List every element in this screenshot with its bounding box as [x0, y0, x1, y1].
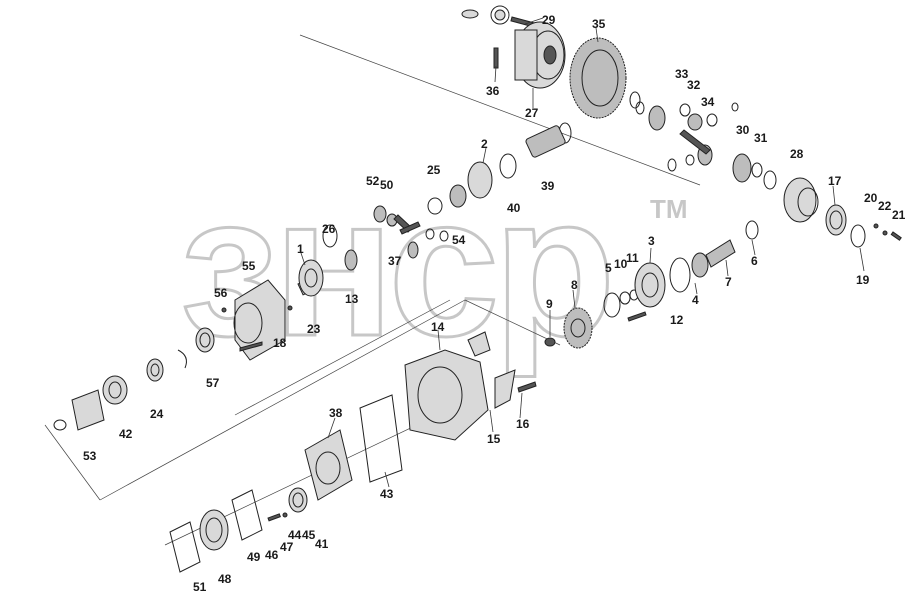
callout-16: 16	[516, 417, 530, 431]
callout-39: 39	[541, 179, 555, 193]
callout-48: 48	[218, 572, 232, 586]
pinion-assembly	[449, 122, 572, 208]
front-housing-assembly	[195, 259, 324, 361]
differential-half-housing	[783, 177, 819, 223]
callout-53: 53	[83, 449, 97, 463]
callout-35: 35	[592, 17, 606, 31]
callout-21: 21	[892, 208, 906, 222]
callout-23: 23	[307, 322, 321, 336]
callout-49: 49	[247, 550, 261, 564]
callout-2: 2	[481, 137, 488, 151]
callout-28: 28	[790, 147, 804, 161]
callout-5: 5	[605, 261, 612, 275]
callout-43: 43	[380, 487, 394, 501]
callout-57: 57	[206, 376, 220, 390]
callout-27: 27	[525, 106, 539, 120]
callout-1: 1	[297, 242, 304, 256]
callout-46: 46	[265, 548, 279, 562]
callout-50: 50	[380, 178, 394, 192]
callout-13: 13	[345, 292, 359, 306]
callout-7: 7	[725, 275, 732, 289]
callout-41: 41	[315, 537, 329, 551]
callout-44: 44	[288, 528, 302, 542]
leader-lines	[299, 17, 865, 488]
callout-54: 54	[452, 233, 466, 247]
callout-25: 25	[427, 163, 441, 177]
callout-51: 51	[193, 580, 207, 594]
callout-26: 26	[322, 222, 336, 236]
callout-19: 19	[856, 273, 870, 287]
callout-10: 10	[614, 257, 628, 271]
ring-gear	[569, 37, 627, 119]
callout-29: 29	[542, 13, 556, 27]
callout-56: 56	[214, 286, 228, 300]
callout-6: 6	[751, 254, 758, 268]
callout-42: 42	[119, 427, 133, 441]
callout-52: 52	[366, 174, 380, 188]
callout-17: 17	[828, 174, 842, 188]
callout-34: 34	[701, 95, 715, 109]
callout-32: 32	[687, 78, 701, 92]
inter-axle-parts	[322, 197, 449, 271]
callout-22: 22	[878, 199, 892, 213]
differential-housing	[514, 21, 566, 89]
callout-20: 20	[864, 191, 878, 205]
callout-15: 15	[487, 432, 501, 446]
callout-38: 38	[329, 406, 343, 420]
callout-55: 55	[242, 259, 256, 273]
callout-47: 47	[280, 540, 294, 554]
callout-36: 36	[486, 84, 500, 98]
callout-3: 3	[648, 234, 655, 248]
callout-labels: 1 2 3 4 5 6 7 8 9 10 11 12 13 14 15 16 1…	[83, 13, 906, 594]
callout-30: 30	[736, 123, 750, 137]
watermark-tm: TM	[650, 194, 688, 224]
callout-31: 31	[754, 131, 768, 145]
callout-40: 40	[507, 201, 521, 215]
main-housing	[404, 331, 537, 441]
output-shaft-parts	[53, 349, 187, 431]
callout-24: 24	[150, 407, 164, 421]
callout-45: 45	[302, 528, 316, 542]
callout-4: 4	[692, 293, 699, 307]
callout-8: 8	[571, 278, 578, 292]
cover-housing	[233, 279, 286, 361]
callout-33: 33	[675, 67, 689, 81]
callout-14: 14	[431, 320, 445, 334]
callout-18: 18	[273, 336, 287, 350]
callout-37: 37	[388, 254, 402, 268]
differential-parts	[461, 5, 902, 248]
callout-11: 11	[626, 251, 639, 265]
callout-12: 12	[670, 313, 684, 327]
callout-9: 9	[546, 297, 553, 311]
transfer-gears	[544, 220, 759, 349]
